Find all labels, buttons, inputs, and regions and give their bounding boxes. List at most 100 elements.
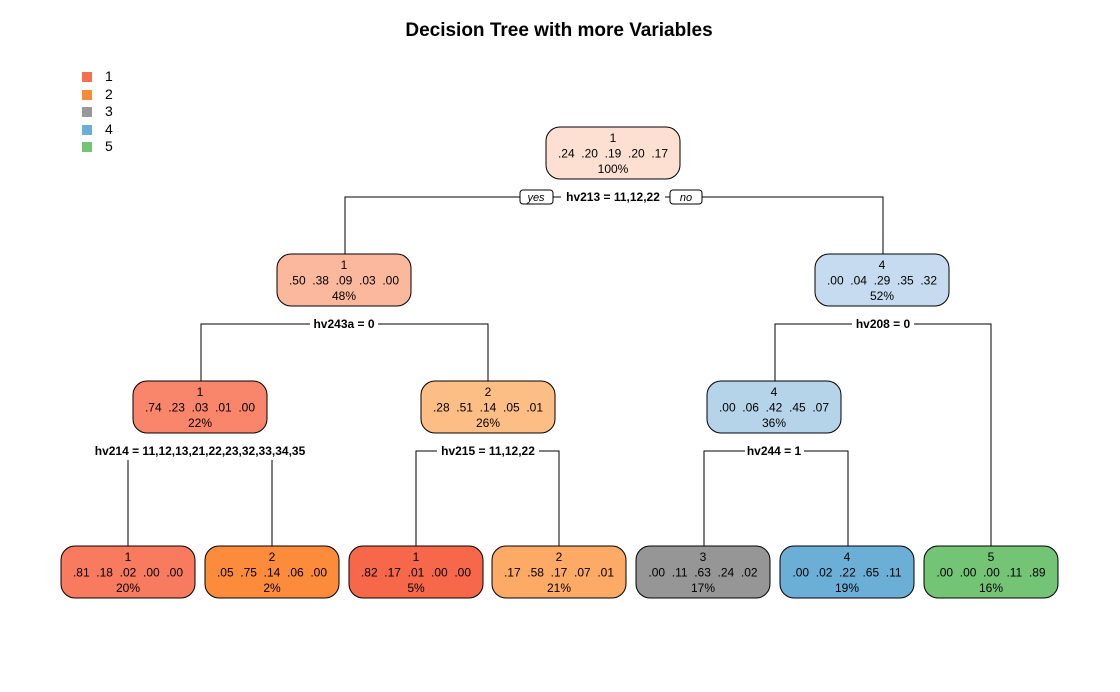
node-n9-pct: 5% xyxy=(407,581,425,595)
split-label-s6: hv244 = 1 xyxy=(747,444,802,458)
node-n4-pct: 22% xyxy=(188,416,212,430)
edge-n3-n6 xyxy=(774,323,852,381)
no-tag: no xyxy=(669,189,703,205)
node-n5-pct: 26% xyxy=(476,416,500,430)
edge-n6-n12 xyxy=(804,450,849,546)
node-n8-pct: 2% xyxy=(263,581,281,595)
node-n7-pct: 20% xyxy=(116,581,140,595)
legend-swatch-4 xyxy=(82,124,92,135)
node-n3-pct: 52% xyxy=(870,289,894,303)
node-n12-box xyxy=(779,545,915,599)
node-n9-probs: .82 .17 .01 .00 .00 xyxy=(361,566,471,580)
node-n11-box xyxy=(635,545,771,599)
node-n1-probs: .24 .20 .19 .20 .17 xyxy=(558,147,668,161)
legend-item-1: 1 xyxy=(82,68,113,86)
node-n1-pct: 100% xyxy=(598,162,629,176)
node-n4: 1 .74 .23 .03 .01 .00 22% xyxy=(132,380,268,434)
legend-swatch-2 xyxy=(82,89,92,100)
chart-title: Decision Tree with more Variables xyxy=(405,20,713,41)
node-n10-box xyxy=(491,545,627,599)
node-n10: 2 .17 .58 .17 .07 .01 21% xyxy=(491,545,627,599)
edge-n1-n3 xyxy=(702,196,884,254)
tree-nodes: 1 .24 .20 .19 .20 .17 100% 1 .50 .38 .09… xyxy=(60,126,1059,599)
legend-label-5: 5 xyxy=(105,138,113,154)
node-n10-probs: .17 .58 .17 .07 .01 xyxy=(504,566,614,580)
node-n9-class: 1 xyxy=(413,550,420,564)
node-n13-pct: 16% xyxy=(979,581,1003,595)
split-label-s4: hv214 = 11,12,13,21,22,23,32,33,34,35 xyxy=(95,444,306,458)
node-n11-probs: .00 .11 .63 .24 .02 xyxy=(648,566,758,580)
node-n2: 1 .50 .38 .09 .03 .00 48% xyxy=(276,253,412,307)
node-n13: 5 .00 .00 .00 .11 .89 16% xyxy=(923,545,1059,599)
node-n7-class: 1 xyxy=(125,550,132,564)
node-n12-probs: .00 .02 .22 .65 .11 xyxy=(792,566,902,580)
legend-label-1: 1 xyxy=(105,68,113,84)
node-n6-probs: .00 .06 .42 .45 .07 xyxy=(719,401,829,415)
node-n6-box xyxy=(706,380,842,434)
split-label-s5: hv215 = 11,12,22 xyxy=(441,444,535,458)
node-n6-pct: 36% xyxy=(762,416,786,430)
node-n13-probs: .00 .00 .00 .11 .89 xyxy=(936,566,1046,580)
tree-edges xyxy=(127,196,992,546)
node-n7-probs: .81 .18 .02 .00 .00 xyxy=(73,566,183,580)
node-n4-class: 1 xyxy=(197,385,204,399)
no-label: no xyxy=(680,192,692,204)
node-n5-class: 2 xyxy=(485,385,492,399)
node-n11: 3 .00 .11 .63 .24 .02 17% xyxy=(635,545,771,599)
node-n11-pct: 17% xyxy=(691,581,715,595)
edge-n5-n9 xyxy=(415,450,437,546)
edge-n2-n4 xyxy=(200,323,310,381)
node-n12: 4 .00 .02 .22 .65 .11 19% xyxy=(779,545,915,599)
node-n2-pct: 48% xyxy=(332,289,356,303)
node-n8-class: 2 xyxy=(269,550,276,564)
node-n6: 4 .00 .06 .42 .45 .07 36% xyxy=(706,380,842,434)
edge-n3-n13 xyxy=(914,323,992,546)
split-label-s2: hv243a = 0 xyxy=(313,317,374,331)
node-n8: 2 .05 .75 .14 .06 .00 2% xyxy=(204,545,340,599)
node-n4-box xyxy=(132,380,268,434)
node-n5: 2 .28 .51 .14 .05 .01 26% xyxy=(420,380,556,434)
legend: 1 2 3 4 5 xyxy=(82,68,113,156)
node-n2-box xyxy=(276,253,412,307)
node-n3-box xyxy=(814,253,950,307)
legend-swatch-3 xyxy=(82,107,92,117)
node-n9: 1 .82 .17 .01 .00 .00 5% xyxy=(348,545,484,599)
node-n12-pct: 19% xyxy=(835,581,859,595)
node-n12-class: 4 xyxy=(844,550,851,564)
node-n9-box xyxy=(348,545,484,599)
edge-n5-n10 xyxy=(539,450,560,546)
node-n1-box xyxy=(545,126,681,180)
node-n8-probs: .05 .75 .14 .06 .00 xyxy=(217,566,327,580)
node-n3-class: 4 xyxy=(879,258,886,272)
legend-swatch-1 xyxy=(82,72,92,82)
node-n1-class: 1 xyxy=(610,131,617,145)
node-n1: 1 .24 .20 .19 .20 .17 100% xyxy=(545,126,681,180)
legend-label-4: 4 xyxy=(105,120,113,137)
node-n13-class: 5 xyxy=(988,550,995,564)
node-n5-probs: .28 .51 .14 .05 .01 xyxy=(433,401,543,415)
node-n8-box xyxy=(204,545,340,599)
node-n6-class: 4 xyxy=(771,385,778,399)
split-labels: hv213 = 11,12,22 hv243a = 0 hv208 = 0 hv… xyxy=(95,190,911,458)
node-n5-box xyxy=(420,380,556,434)
yes-tag: yes xyxy=(519,189,554,205)
node-n2-class: 1 xyxy=(341,258,348,272)
legend-label-3: 3 xyxy=(105,103,113,119)
node-n3-probs: .00 .04 .29 .35 .32 xyxy=(827,274,937,288)
node-n11-class: 3 xyxy=(700,550,707,564)
node-n13-box xyxy=(923,545,1059,599)
node-n10-pct: 21% xyxy=(547,581,571,595)
split-label-s3: hv208 = 0 xyxy=(856,317,911,331)
node-n7: 1 .81 .18 .02 .00 .00 20% xyxy=(60,545,196,599)
yes-label: yes xyxy=(526,192,545,204)
legend-item-2: 2 xyxy=(82,86,113,104)
legend-item-4: 4 xyxy=(82,121,113,139)
legend-item-3: 3 xyxy=(82,103,113,121)
node-n10-class: 2 xyxy=(556,550,563,564)
edge-n1-n2 xyxy=(344,196,520,254)
edge-n6-n11 xyxy=(703,450,745,546)
legend-item-5: 5 xyxy=(82,138,113,156)
node-n3: 4 .00 .04 .29 .35 .32 52% xyxy=(814,253,950,307)
node-n7-box xyxy=(60,545,196,599)
